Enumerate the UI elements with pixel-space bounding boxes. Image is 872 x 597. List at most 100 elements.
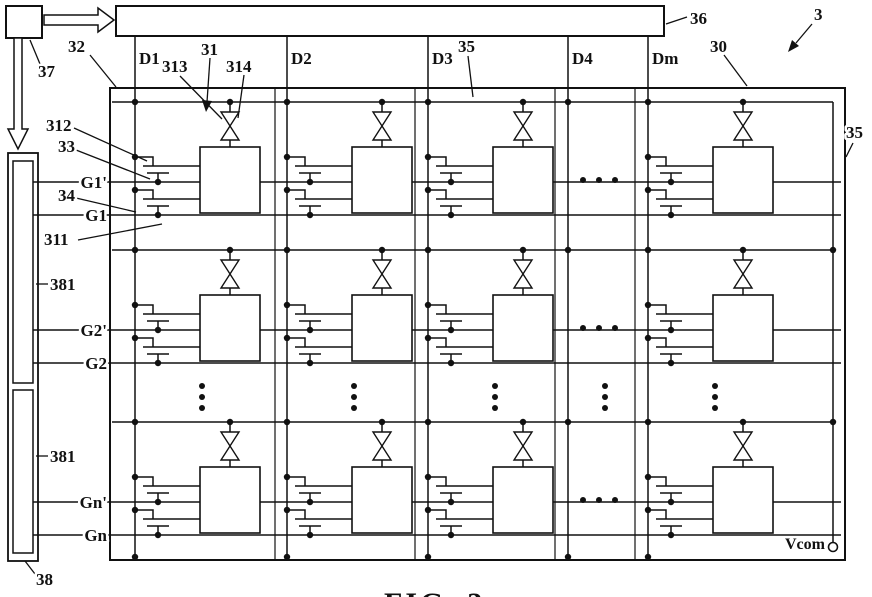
ellipsis-dot — [580, 325, 586, 331]
ref-381: 381 — [50, 275, 76, 294]
tft-drain — [648, 189, 667, 199]
ellipsis-dot — [199, 383, 205, 389]
column-label: D3 — [432, 49, 453, 68]
tft-drain — [648, 476, 667, 486]
leader-line — [73, 127, 148, 162]
ellipsis-dot — [580, 177, 586, 183]
tft-drain — [648, 509, 667, 519]
tft-drain — [428, 337, 447, 347]
junction-dot — [283, 246, 291, 254]
leader-line — [179, 75, 223, 120]
pixel-electrode — [351, 294, 413, 362]
junction-dot — [644, 553, 652, 561]
junction-dot — [424, 553, 432, 561]
gate-label: Gn — [84, 526, 107, 545]
junction-dot — [283, 553, 291, 561]
tft-drain — [287, 476, 306, 486]
ref-32: 32 — [68, 37, 85, 56]
junction-dot — [131, 98, 139, 106]
leader-line — [237, 74, 245, 119]
leader-line — [467, 55, 474, 98]
lc-cell-icon — [219, 431, 241, 448]
junction-dot — [131, 246, 139, 254]
tft-drain — [287, 509, 306, 519]
lc-cell-icon — [512, 431, 534, 448]
junction-dot — [564, 553, 572, 561]
junction-dot — [306, 531, 314, 539]
tft-drain — [135, 156, 154, 166]
pixel-electrode — [199, 146, 261, 214]
junction-dot — [667, 326, 675, 334]
ellipsis-dot — [602, 405, 608, 411]
tft-drain — [648, 304, 667, 314]
ellipsis-dot — [492, 394, 498, 400]
column-label: D4 — [572, 49, 593, 68]
junction-dot — [306, 178, 314, 186]
junction-dot — [424, 246, 432, 254]
leader-line — [75, 197, 137, 213]
ref-36: 36 — [690, 9, 707, 28]
ellipsis-dot — [199, 405, 205, 411]
leader-line — [665, 16, 688, 25]
junction-dot — [667, 531, 675, 539]
ref-314: 314 — [226, 57, 252, 76]
junction-dot — [306, 326, 314, 334]
ref-381: 381 — [50, 447, 76, 466]
leader-line — [206, 57, 211, 103]
junction-dot — [447, 326, 455, 334]
tft-drain — [428, 509, 447, 519]
ellipsis-dot — [351, 405, 357, 411]
ref-30: 30 — [710, 37, 727, 56]
ref-35-top: 35 — [458, 37, 475, 56]
junction-dot — [154, 531, 162, 539]
lc-cell-icon — [219, 111, 241, 128]
tft-drain — [135, 337, 154, 347]
junction-dot — [306, 211, 314, 219]
junction-dot — [447, 498, 455, 506]
junction-dot — [644, 418, 652, 426]
ref-33: 33 — [58, 137, 75, 156]
junction-dot — [306, 498, 314, 506]
leader-lines — [24, 16, 854, 575]
ellipsis-dot — [580, 497, 586, 503]
tft-drain — [135, 509, 154, 519]
pixel-electrode — [199, 466, 261, 534]
ellipsis-dot — [712, 394, 718, 400]
tft-drain — [287, 189, 306, 199]
pixel-electrode — [492, 466, 554, 534]
column-label: D2 — [291, 49, 312, 68]
junction-dot — [667, 178, 675, 186]
junction-dot — [644, 98, 652, 106]
junction-dot — [283, 418, 291, 426]
lc-cell-icon — [512, 111, 534, 128]
leader-line — [24, 560, 36, 575]
leader-line — [29, 39, 41, 65]
lc-cell-icon — [732, 259, 754, 276]
lc-cell-icon — [732, 111, 754, 128]
lc-cell-icon — [371, 111, 393, 128]
ellipsis-dot — [612, 325, 618, 331]
junction-dot — [131, 418, 139, 426]
junction-dot — [667, 498, 675, 506]
ref-312: 312 — [46, 116, 72, 135]
gate-driver-segment — [12, 389, 34, 554]
column-label: D1 — [139, 49, 160, 68]
control-box — [5, 5, 43, 39]
ellipsis-dot — [602, 394, 608, 400]
gate-driver-segment — [12, 160, 34, 384]
ref-34: 34 — [58, 186, 76, 205]
junction-dot — [564, 246, 572, 254]
leader-line — [723, 54, 748, 87]
ref-35-right: 35 — [846, 123, 863, 142]
ellipsis-dot — [612, 177, 618, 183]
tft-drain — [135, 189, 154, 199]
ellipsis-dot — [596, 177, 602, 183]
junction-dot — [306, 359, 314, 367]
tft-drain — [428, 156, 447, 166]
junction-dot — [447, 359, 455, 367]
column-label: Dm — [652, 49, 678, 68]
ref-38: 38 — [36, 570, 53, 589]
gate-label: G2 — [85, 354, 107, 373]
junction-dot — [283, 98, 291, 106]
